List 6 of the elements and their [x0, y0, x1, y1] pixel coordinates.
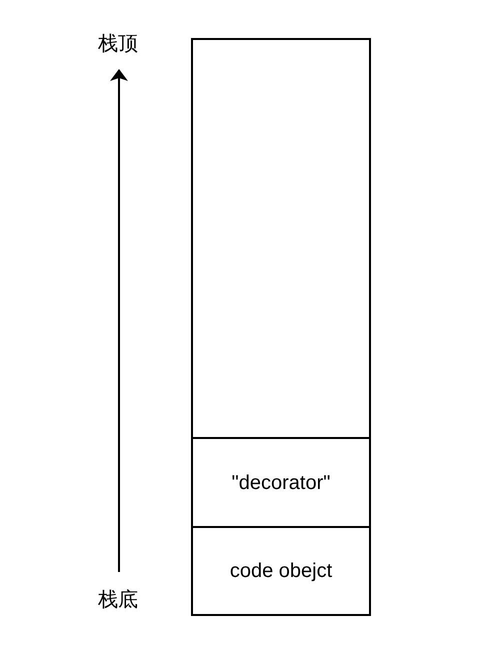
stack-end-label: 栈底	[93, 586, 143, 612]
arrow	[110, 69, 128, 572]
stack-box	[191, 38, 371, 616]
stack-end-label: 栈顶	[93, 30, 143, 56]
cell-label: "decorator"	[232, 470, 330, 494]
cell-label: code obejct	[230, 559, 332, 583]
